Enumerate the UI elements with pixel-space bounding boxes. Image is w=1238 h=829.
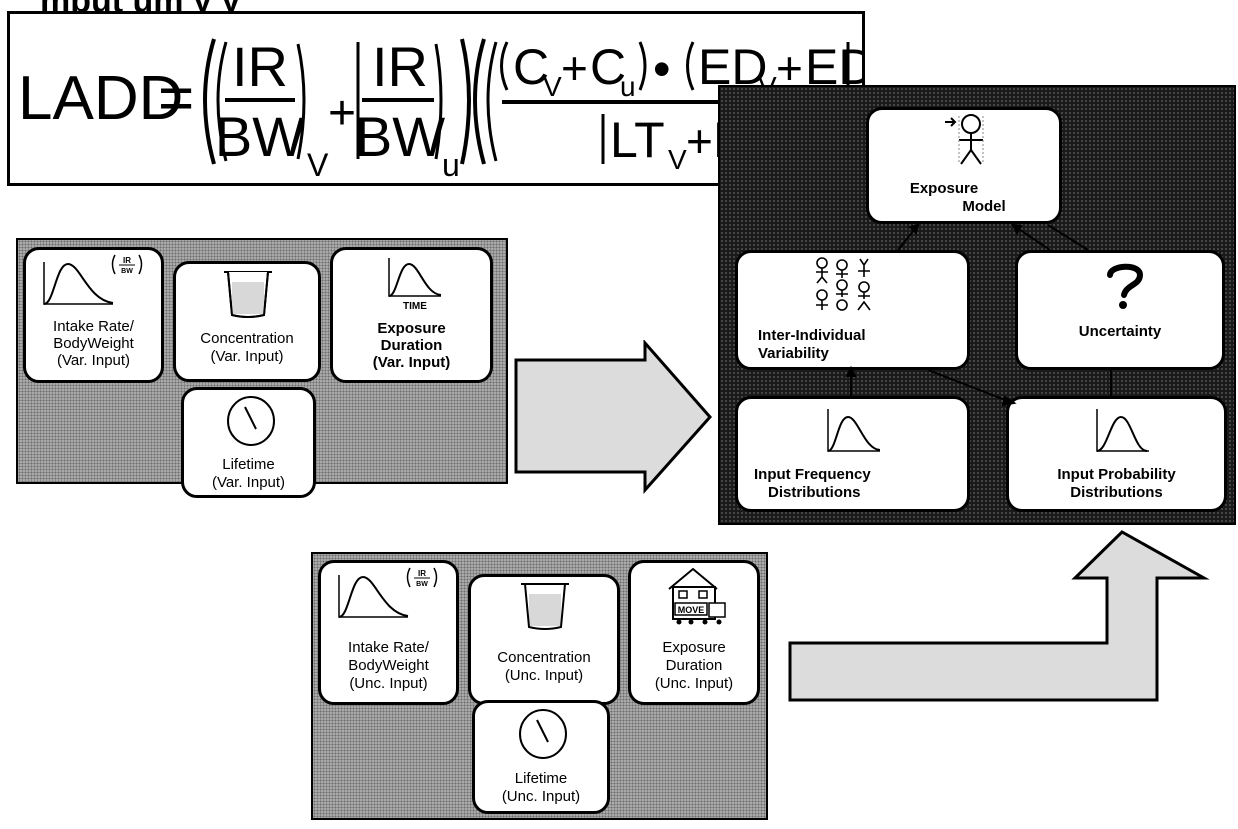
formula-sub-v2: V: [543, 71, 562, 102]
lifetime-unc-line2: (Unc. Input): [501, 788, 581, 805]
ir-badge-top: IR: [123, 256, 131, 265]
input-probability-line2: Distributions: [1070, 484, 1163, 501]
formula-c-v: C: [513, 39, 549, 95]
exposure-model-card: Exposure Model: [866, 107, 1062, 224]
input-frequency-card: Input Frequency Distributions: [735, 396, 970, 512]
inter-individual-variability-card: Inter-Individual Variability: [735, 250, 970, 370]
exposure-duration-unc-line3: (Unc. Input): [654, 675, 734, 692]
intake-rate-unc-line2: BodyWeight: [348, 657, 429, 674]
intake-rate-unc-line1: Intake Rate/: [348, 639, 429, 656]
exposure-duration-unc-line1: Exposure: [662, 639, 726, 656]
lifetime-unc-line1: Lifetime: [514, 770, 568, 787]
beaker-icon: [521, 583, 569, 630]
formula-plus-2: +: [561, 42, 588, 94]
time-distribution-icon: TIME: [388, 258, 442, 312]
concentration-unc-card: Concentration (Unc. Input): [468, 574, 620, 705]
lifetime-var-line1: Lifetime: [222, 456, 275, 473]
concentration-var-line2: (Var. Input): [210, 348, 284, 365]
arrow-up: [788, 530, 1210, 702]
time-label: TIME: [403, 301, 427, 312]
formula-equals: =: [158, 64, 194, 133]
intake-rate-var-line3: (Var. Input): [56, 352, 131, 369]
question-mark-icon: [1107, 263, 1144, 309]
exposure-duration-var-line2: Duration: [380, 337, 443, 354]
ir-badge-top: IR: [418, 569, 426, 578]
person-icon: [945, 114, 984, 165]
arrow-right: [514, 340, 713, 494]
distribution-curve-icon: IR BW: [338, 567, 438, 618]
input-probability-line1: Input Probability: [1057, 466, 1176, 483]
input-frequency-line1: Input Frequency: [754, 466, 871, 483]
intake-rate-unc-card: IR BW Intake Rate/ BodyWeight (Unc. Inpu…: [318, 560, 459, 705]
clock-icon: [227, 396, 275, 446]
formula-plus-1: +: [328, 87, 356, 140]
concentration-unc-line1: Concentration: [497, 649, 591, 666]
formula-bw-u: BW: [355, 105, 445, 168]
distribution-curve-icon: [1096, 409, 1149, 452]
exposure-duration-var-line3: (Var. Input): [372, 354, 451, 371]
formula-sub-v1: V: [307, 147, 329, 183]
distribution-curve-icon: IR BW: [43, 254, 143, 305]
formula-sub-u2: u: [620, 71, 636, 102]
population-icon: [816, 257, 871, 311]
formula-ir-v: IR: [232, 35, 288, 98]
intake-rate-var-line2: BodyWeight: [53, 335, 134, 352]
exposure-model-line2: Model: [962, 198, 1006, 215]
formula-plus-4: +: [686, 115, 713, 167]
lifetime-var-card: Lifetime (Var. Input): [181, 387, 316, 498]
move-sign: MOVE: [678, 605, 705, 615]
uncertainty-label: Uncertainty: [1078, 323, 1162, 340]
exposure-duration-unc-line2: Duration: [665, 657, 723, 674]
uncertainty-card: Uncertainty: [1015, 250, 1225, 370]
house-moving-icon: MOVE: [668, 567, 726, 625]
exposure-duration-var-card: TIME Exposure Duration (Var. Input): [330, 247, 493, 383]
input-probability-card: Input Probability Distributions: [1006, 396, 1227, 512]
formula-sub-u1: u: [442, 147, 460, 183]
exposure-model-line1: Exposure: [909, 180, 979, 197]
input-frequency-line2: Distributions: [768, 484, 861, 501]
exposure-duration-var-line1: Exposure: [377, 320, 446, 337]
concentration-unc-line2: (Unc. Input): [504, 667, 584, 684]
concentration-var-card: Concentration (Var. Input): [173, 261, 321, 382]
beaker-icon: [224, 271, 272, 318]
intake-rate-var-line1: Intake Rate/: [53, 318, 134, 335]
formula-ir-u: IR: [372, 35, 428, 98]
intake-rate-var-card: IR BW Intake Rate/ BodyWeight (Var. Inpu…: [23, 247, 164, 383]
lifetime-unc-card: Lifetime (Unc. Input): [472, 700, 610, 814]
formula-lhs: LADD: [18, 64, 183, 133]
bw-badge-bottom: BW: [121, 268, 133, 275]
distribution-curve-icon: [827, 409, 881, 452]
formula-sub-v4: V: [668, 144, 687, 175]
lifetime-var-line2: (Var. Input): [211, 474, 286, 491]
inter-individual-line2: Variability: [758, 345, 829, 362]
formula-lt-v: LT: [610, 112, 665, 168]
concentration-var-line1: Concentration: [200, 330, 294, 347]
formula-bw-v: BW: [215, 105, 305, 168]
bw-badge-bottom: BW: [416, 581, 428, 588]
inter-individual-line1: Inter-Individual: [758, 327, 866, 344]
formula-c-u: C: [590, 39, 626, 95]
intake-rate-unc-line3: (Unc. Input): [349, 675, 428, 692]
formula-dot: •: [653, 41, 671, 97]
exposure-duration-unc-card: MOVE Exposure Duration (Unc. Input): [628, 560, 760, 705]
clock-icon: [519, 709, 567, 759]
model-connectors: [845, 223, 1112, 407]
